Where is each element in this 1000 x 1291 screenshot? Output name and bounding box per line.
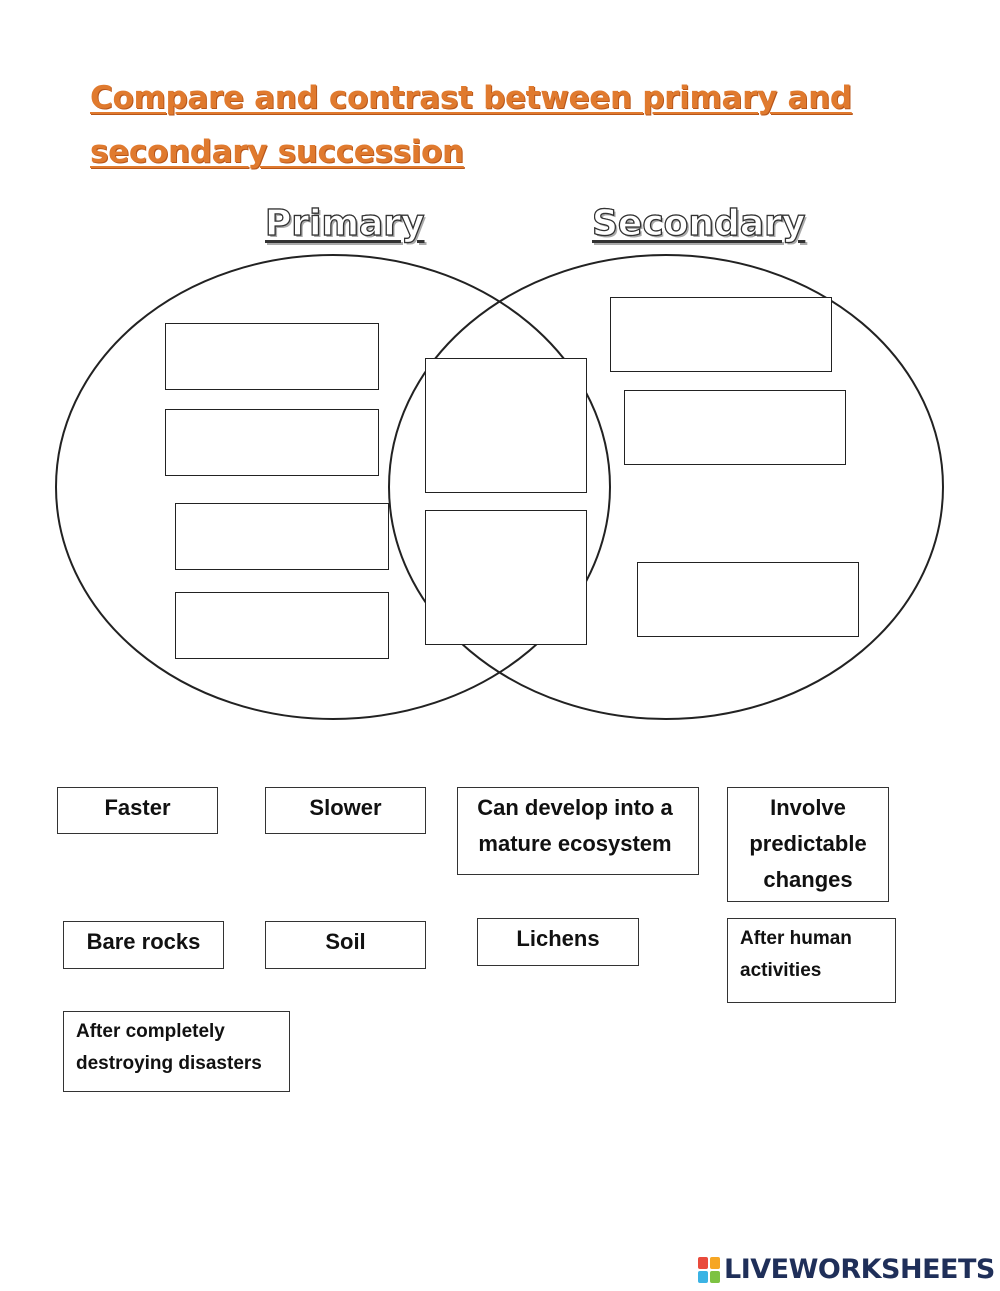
drop-zone-secondary-2[interactable] (624, 390, 846, 465)
drop-zone-primary-1[interactable] (165, 323, 379, 390)
drop-zone-both-1[interactable] (425, 358, 587, 493)
answer-card[interactable]: After human activities (727, 918, 896, 1003)
answer-card[interactable]: Involve predictable changes (727, 787, 889, 902)
drop-zone-primary-2[interactable] (165, 409, 379, 476)
answer-card[interactable]: Bare rocks (63, 921, 224, 969)
drop-zone-secondary-3[interactable] (637, 562, 859, 637)
logo-square-4 (710, 1270, 720, 1283)
venn-circle-primary (55, 254, 611, 720)
logo-mark-icon (698, 1256, 720, 1283)
venn-label-secondary: Secondary (591, 202, 806, 244)
answer-card[interactable]: Lichens (477, 918, 639, 966)
venn-circle-secondary (388, 254, 944, 720)
worksheet-title-line-1: Compare and contrast between primary and (90, 80, 852, 116)
drop-zone-primary-4[interactable] (175, 592, 389, 659)
logo-square-1 (698, 1256, 708, 1269)
answer-card[interactable]: Slower (265, 787, 426, 834)
drop-zone-primary-3[interactable] (175, 503, 389, 570)
logo-text: LIVEWORKSHEETS (724, 1254, 995, 1285)
drop-zone-secondary-1[interactable] (610, 297, 832, 372)
answer-card[interactable]: Can develop into a mature ecosystem (457, 787, 699, 875)
answer-card[interactable]: Soil (265, 921, 426, 969)
worksheet-title-line-2: secondary succession (90, 134, 464, 170)
venn-label-primary: Primary (264, 202, 425, 244)
logo-square-3 (698, 1270, 708, 1283)
logo-square-2 (710, 1256, 720, 1269)
answer-card[interactable]: After completely destroying disasters (63, 1011, 290, 1092)
liveworksheets-logo: LIVEWORKSHEETS (698, 1254, 995, 1285)
drop-zone-both-2[interactable] (425, 510, 587, 645)
answer-card[interactable]: Faster (57, 787, 218, 834)
